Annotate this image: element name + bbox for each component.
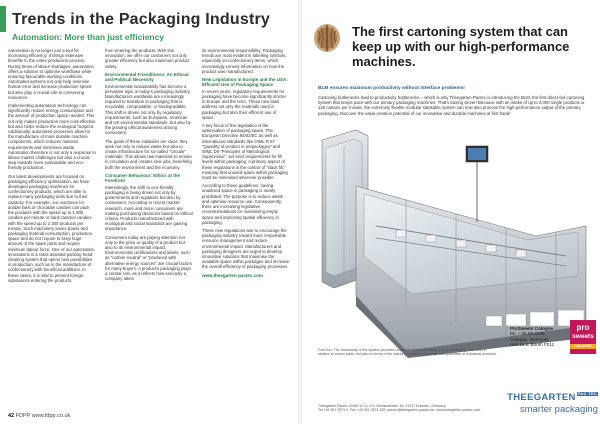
page-footer: 42 FDPP www.fdpp.co.uk — [8, 413, 70, 419]
section-heading: Environmental Friendliness: An Ethical a… — [105, 71, 189, 83]
article-subtitle: Automation: More than just efficiency — [12, 32, 165, 42]
article-link[interactable]: www.theegarten-pactec.com — [202, 272, 263, 278]
address-line: Theegarten-Pactec GmbH & Co. KG, Breitsc… — [318, 404, 446, 408]
right-page-advert: The first cartoning system that can keep… — [302, 0, 600, 424]
company-address: Theegarten-Pactec GmbH & Co. KG, Breitsc… — [318, 404, 498, 413]
paragraph: from entering the products. With this in… — [105, 48, 190, 69]
logo-line: COLOGNE — [570, 344, 596, 349]
paragraph: Environmental sustainability has become … — [105, 83, 191, 136]
logo-line: pro — [576, 323, 590, 332]
event-city: Cologne, Germany — [510, 336, 549, 342]
brand-name: THEEGARTEN — [507, 392, 576, 403]
caption-title: Fold box: — [318, 348, 333, 352]
section-heading: Consumer Behaviour: Ethics at the Forefr… — [105, 172, 181, 184]
magazine-url[interactable]: www.fdpp.co.uk — [31, 413, 71, 419]
prosweets-logo: pro sweets COLOGNE — [570, 320, 596, 354]
paragraph: In recent years, regulatory requirements… — [202, 88, 287, 120]
paragraph: These new regulations aim to encourage t… — [202, 227, 290, 270]
ad-body: Cartoning bottlenecks lead to productivi… — [318, 95, 585, 116]
paragraph: Interestingly, the shift to eco-friendly… — [105, 184, 193, 232]
paragraph: The goals of these initiatives are clear… — [105, 138, 192, 170]
heading-accent-bar — [0, 6, 6, 32]
walnut-icon — [314, 24, 340, 52]
brand-pactec-badge: PAC TEC — [576, 391, 598, 397]
event-name: ProSweets Cologne — [510, 326, 554, 331]
ad-headline: The first cartoning system that can keep… — [352, 24, 570, 69]
article-column-2: from entering the products. With this in… — [105, 48, 193, 406]
image-caption: Fold box: The modularity of the system p… — [318, 348, 498, 357]
paragraph: Automation is no longer just a tool for … — [8, 48, 94, 100]
caption-text: The modularity of the system provides ma… — [318, 348, 497, 357]
logo-line: sweets — [572, 333, 594, 340]
left-page: Trends in the Packaging Industry Automat… — [0, 0, 298, 424]
magazine-name: FDPP — [15, 413, 31, 419]
section-heading: New Legislation in Europe and the USA: E… — [202, 77, 288, 88]
article-column-1: Automation is no longer just a tool for … — [8, 48, 96, 406]
article-column-3: its environmental responsibility. Packag… — [202, 48, 290, 406]
contact-line: Tel +49 351 2573-0, Fax +49 351 2573-329… — [318, 408, 481, 413]
paragraph: Consumers today are paying attention not… — [105, 234, 193, 282]
event-box: ProSweets Cologne 02. – 05.02.2025 Colog… — [510, 320, 598, 356]
paragraph: Implementing automation technology can s… — [8, 103, 96, 171]
event-dates: 02. – 05.02.2025 — [510, 331, 545, 337]
page-gutter — [298, 0, 302, 424]
paragraph: A key focus of this legislation is the o… — [202, 123, 288, 181]
ad-lead: BLM ensures maximum productivity without… — [318, 86, 465, 91]
paragraph: its environmental responsibility. Packag… — [202, 48, 287, 74]
paragraph: Our latest developments are focused on p… — [8, 173, 95, 283]
event-details: ProSweets Cologne 02. – 05.02.2025 Colog… — [510, 326, 568, 348]
brand-tagline: smarter packaging — [519, 404, 598, 415]
article-title: Trends in the Packaging Industry — [12, 11, 271, 28]
cartoning-machine-image — [321, 129, 587, 358]
paragraph: According to these guidelines, having un… — [202, 183, 284, 225]
page-number: 42 — [8, 413, 15, 419]
event-booth: Hall 10.1, Booth F011 — [510, 342, 555, 348]
article-body: Automation is no longer just a tool for … — [8, 48, 292, 406]
